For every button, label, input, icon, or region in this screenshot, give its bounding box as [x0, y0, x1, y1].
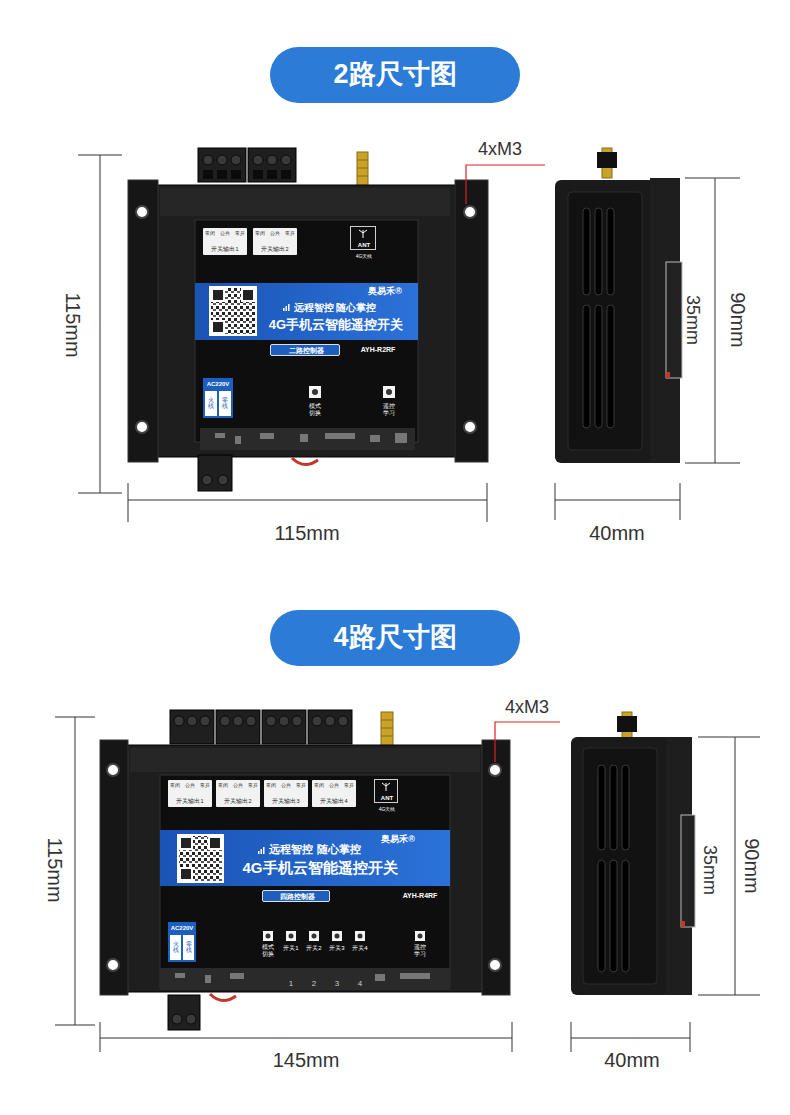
power-terminal-label: AC220V 火线零线: [168, 922, 196, 962]
node-text: 开关输出4: [320, 798, 347, 804]
pcb-marking: 4: [358, 980, 362, 989]
antenna-label: ANT4G天线: [350, 226, 376, 250]
relay-label: 常闭公共常开开关输出3: [264, 780, 308, 807]
dimension-label: 90mm: [741, 838, 763, 894]
node-text: 4路尺寸图: [333, 623, 456, 653]
node-text: 公共: [220, 231, 230, 237]
node-text: 4G天线: [356, 254, 373, 260]
node-text: 公共: [329, 783, 339, 789]
node-text: AC220V: [171, 925, 194, 932]
dimension-label: 40mm: [604, 1049, 660, 1071]
section-title-pill: 2路尺寸图: [270, 47, 520, 103]
brand-label-band: 奥易禾® 远程智控 随心掌控 4G手机云智能遥控开关: [160, 830, 450, 886]
node-text: 开关输出1: [176, 798, 203, 804]
node-text: 公共: [281, 783, 291, 789]
button-label: 模式切换: [309, 403, 322, 416]
node-text: 公共: [233, 783, 243, 789]
node-text: 远程智控 随心掌控: [294, 302, 377, 313]
node-text: 4G手机云智能遥控开关: [242, 860, 397, 877]
pcb-marking: 1: [289, 980, 293, 989]
node-text: 4G天线: [379, 807, 396, 813]
dimension-label: 35mm: [699, 845, 719, 895]
node-text: 火线: [208, 397, 214, 410]
node-text: 零线: [222, 397, 228, 410]
node-text: 远程智控 随心掌控: [269, 843, 360, 855]
node-text: 公共: [270, 231, 280, 237]
relay-label: 常闭公共常开开关输出1: [168, 780, 212, 807]
node-text: 常闭: [255, 231, 265, 237]
relay-label: 常闭公共常开开关输出2: [253, 228, 297, 255]
dimension-label: 115mm: [62, 292, 84, 357]
node-text: 常开: [235, 231, 245, 237]
dimension-label: 115mm: [44, 837, 66, 902]
node-text: 常闭: [218, 783, 228, 789]
node-text: 奥易禾®: [368, 287, 402, 297]
node-text: 2路尺寸图: [333, 60, 456, 90]
dimension-label: 145mm: [273, 1049, 340, 1071]
pcb-marking: 3: [335, 980, 339, 989]
node-text: 常开: [285, 231, 295, 237]
model-badge: 二路控制器: [270, 344, 340, 356]
button-label: 遥控学习: [383, 403, 396, 416]
node-text: 常闭: [266, 783, 276, 789]
model-number: AYH-R4RF: [403, 892, 438, 900]
terminal-cell: 零线: [183, 935, 194, 960]
dimension-label: 35mm: [682, 295, 702, 345]
model-number: AYH-R2RF: [361, 346, 396, 354]
model-badge: 四路控制器: [262, 890, 330, 902]
dimension-label: 40mm: [589, 522, 645, 544]
antenna-label: ANT4G天线: [374, 779, 398, 803]
dimension-label: 115mm: [274, 522, 339, 544]
button-label: 开关2: [306, 945, 321, 952]
node-text: 二路控制器: [289, 347, 324, 355]
node-text: ANT: [358, 242, 370, 249]
pcb-marking: 2: [312, 980, 316, 989]
node-text: 开关输出2: [261, 246, 288, 252]
node-text: 常闭: [314, 783, 324, 789]
node-text: 开关输出1: [211, 246, 238, 252]
dimension-label: 90mm: [727, 292, 749, 348]
node-text: 零线: [186, 941, 192, 954]
node-text: 火线: [173, 941, 179, 954]
power-terminal-label: AC220V 火线零线: [203, 378, 233, 418]
node-text: 常闭: [205, 231, 215, 237]
node-text: 公共: [185, 783, 195, 789]
leader-callout: 4xM3: [505, 698, 549, 718]
node-text: 开关输出3: [272, 798, 299, 804]
node-text: 常开: [200, 783, 210, 789]
relay-label: 常闭公共常开开关输出1: [203, 228, 247, 255]
button-label: 开关1: [283, 945, 298, 952]
button-label: 模式切换: [262, 944, 275, 957]
button-label: 开关4: [352, 945, 367, 952]
section-title-pill: 4路尺寸图: [270, 610, 520, 666]
node-text: ANT: [381, 795, 393, 802]
node-text: 常开: [296, 783, 306, 789]
brand-label-band: 奥易禾® 远程智控 随心掌控 4G手机云智能遥控开关: [195, 283, 418, 340]
node-text: 四路控制器: [280, 893, 315, 901]
terminal-cell: 零线: [219, 391, 231, 416]
terminal-cell: 火线: [205, 391, 217, 416]
button-label: 遥控学习: [414, 944, 427, 957]
button-label: 开关3: [329, 945, 344, 952]
node-text: 奥易禾®: [381, 835, 415, 845]
terminal-cell: 火线: [170, 935, 181, 960]
leader-callout: 4xM3: [478, 140, 522, 160]
node-text: AC220V: [207, 381, 230, 388]
relay-label: 常闭公共常开开关输出4: [312, 780, 356, 807]
node-text: 常开: [344, 783, 354, 789]
relay-label: 常闭公共常开开关输出2: [216, 780, 260, 807]
node-text: 常开: [248, 783, 258, 789]
node-text: 4G手机云智能遥控开关: [269, 318, 403, 332]
node-text: 开关输出2: [224, 798, 251, 804]
node-text: 常闭: [170, 783, 180, 789]
